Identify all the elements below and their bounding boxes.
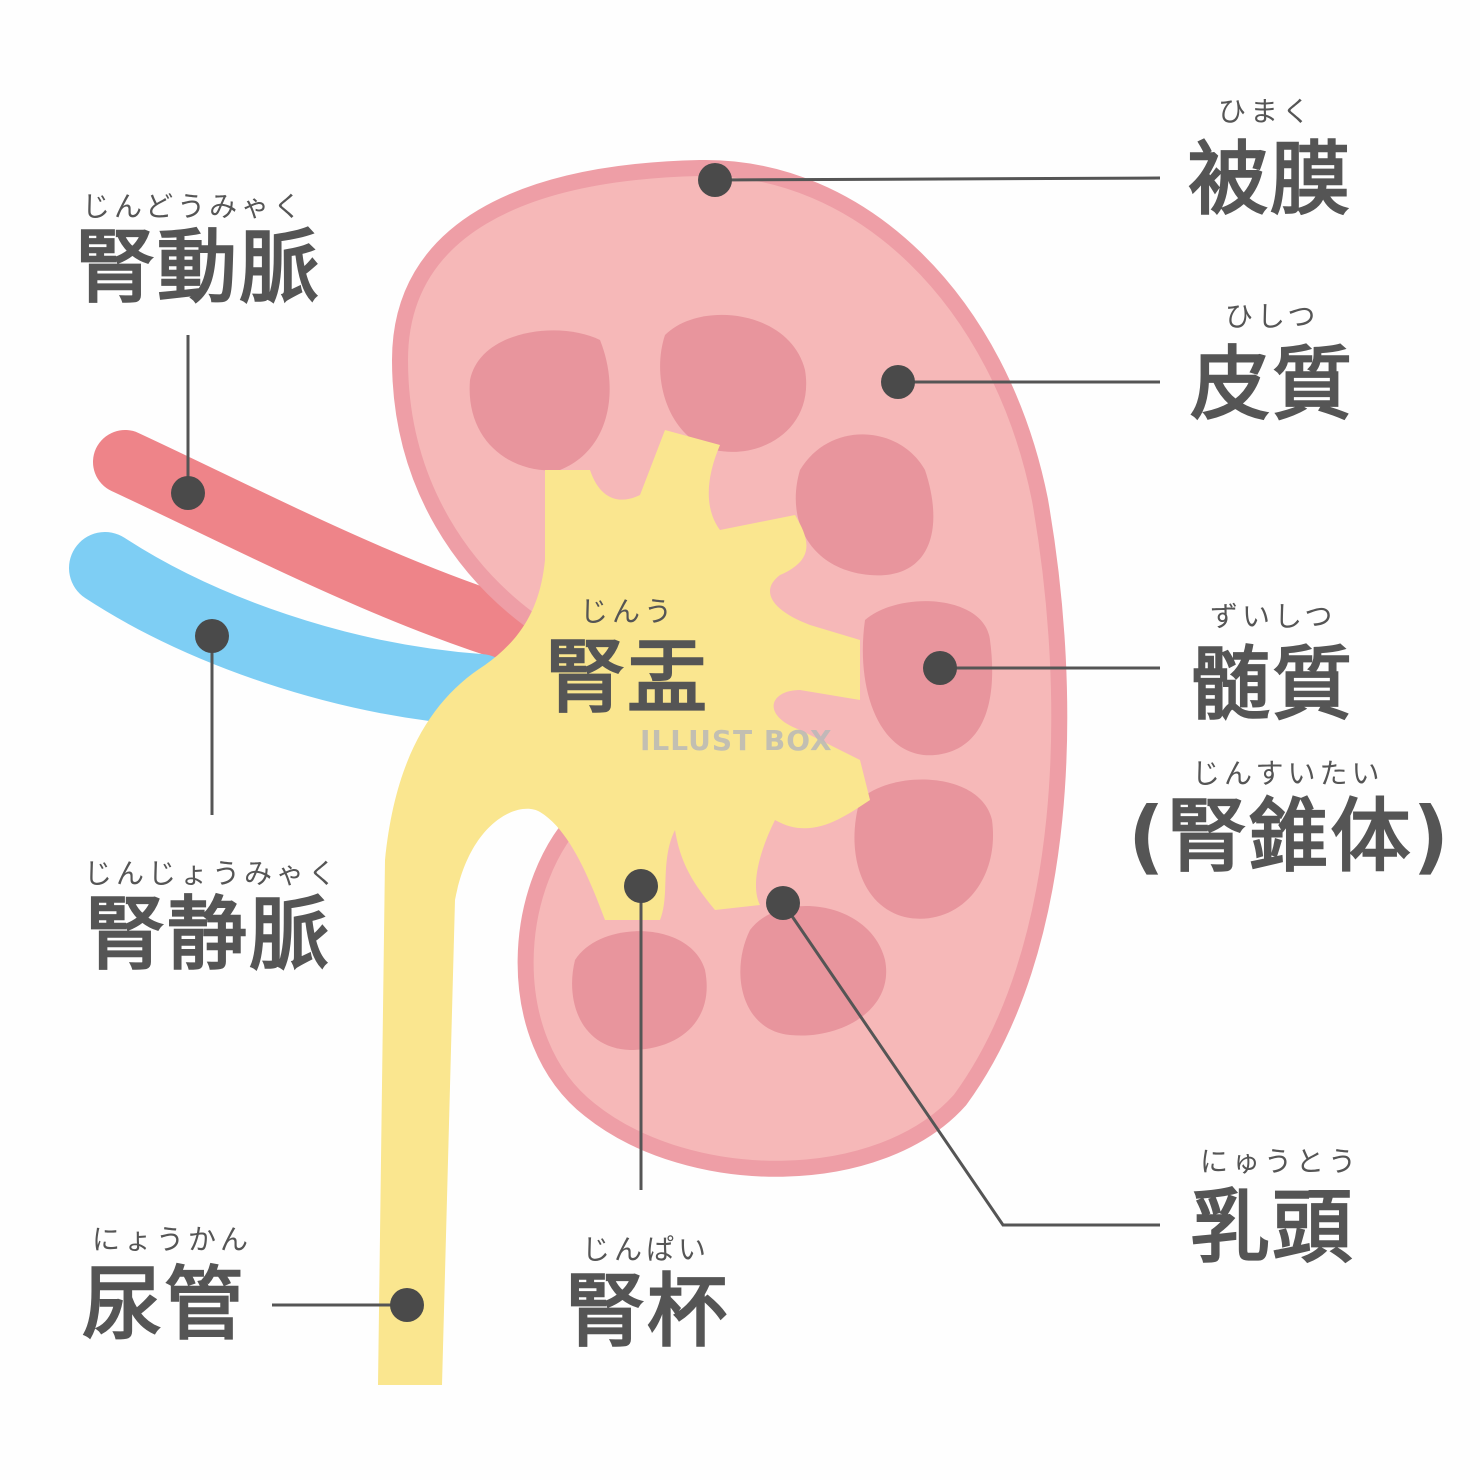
renal-artery-ruby: じんどうみゃく	[82, 190, 306, 223]
ureter-label: 尿管	[82, 1258, 246, 1351]
leader-lines	[186, 176, 1161, 1307]
medulla-ruby: ずいしつ	[1210, 600, 1337, 633]
pelvis-label: 腎盂	[545, 631, 709, 724]
papilla-ruby: にゅうとう	[1200, 1145, 1361, 1178]
cortex-ruby: ひしつ	[1225, 300, 1320, 333]
pointer-dots	[171, 163, 957, 1322]
capsule-label: 被膜	[1188, 133, 1352, 226]
watermark: ILLUST BOX	[640, 724, 833, 757]
ureter-ruby: にょうかん	[92, 1223, 253, 1256]
papilla-label: 乳頭	[1190, 1181, 1354, 1274]
renal-vein-label: 腎静脈	[85, 888, 331, 981]
calyx-label: 腎杯	[565, 1265, 729, 1358]
pelvis-ruby: じんう	[580, 595, 677, 628]
cortex-label: 皮質	[1190, 338, 1354, 431]
calyx-ruby: じんぱい	[582, 1233, 711, 1266]
pyramid-label: (腎錐体)	[1128, 790, 1452, 883]
pyramid-ruby: じんすいたい	[1192, 757, 1384, 790]
renal-vein	[69, 532, 516, 726]
renal-pelvis	[378, 430, 870, 1385]
medulla-label: 髄質	[1190, 638, 1354, 731]
capsule-ruby: ひまく	[1218, 95, 1315, 128]
pyramid	[469, 330, 610, 471]
renal-vein-ruby: じんじょうみゃく	[84, 857, 341, 890]
renal-artery-label: 腎動脈	[75, 221, 321, 314]
